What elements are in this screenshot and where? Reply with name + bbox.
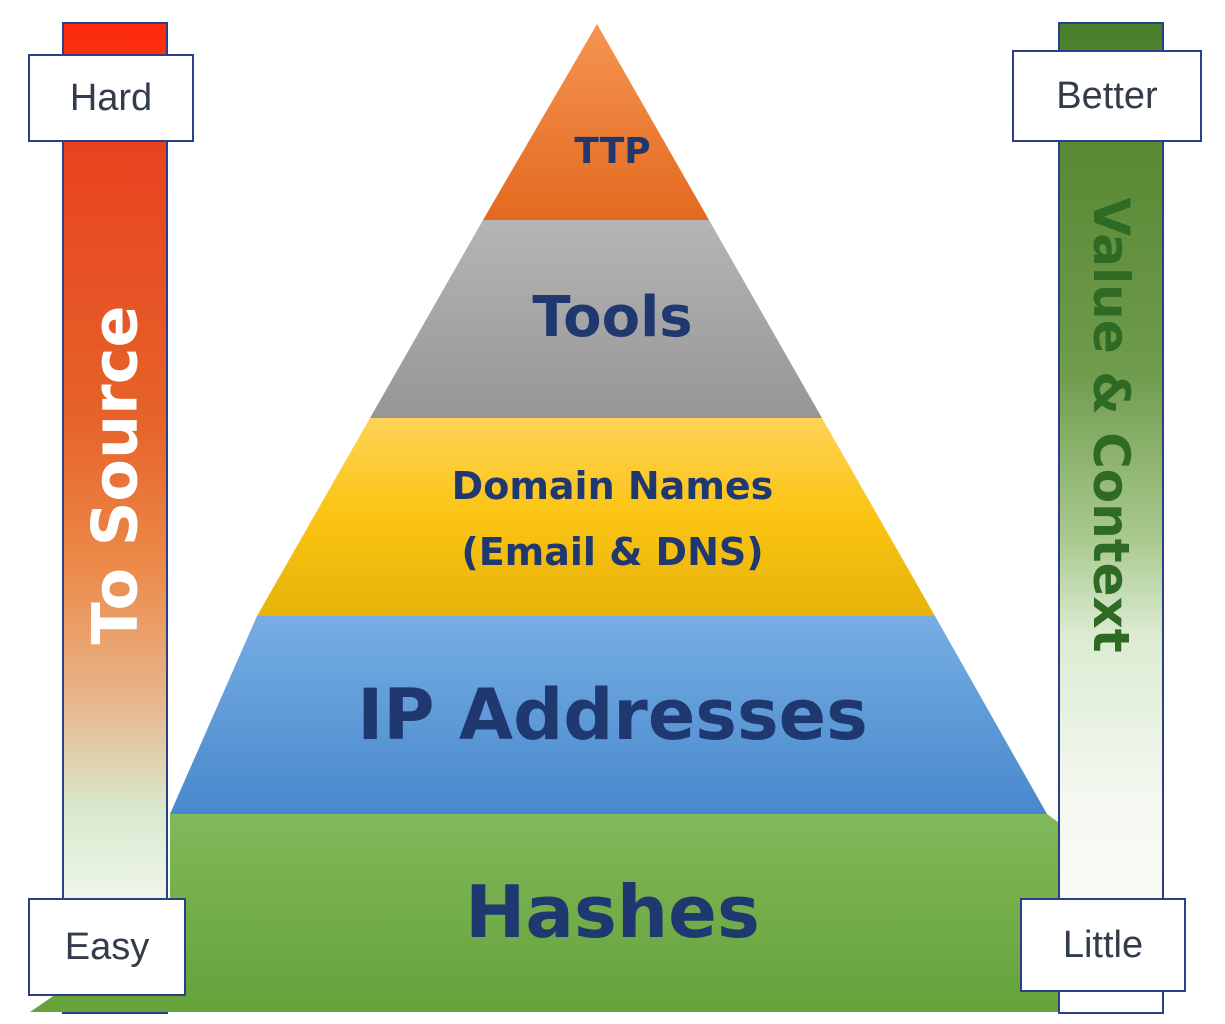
layer-tools bbox=[370, 220, 822, 418]
little-label-box: Little bbox=[1020, 898, 1186, 992]
layer-ttp bbox=[483, 24, 709, 220]
layer-hashes bbox=[30, 814, 1058, 1012]
ttp-label: TTP bbox=[574, 131, 651, 172]
hashes-label: Hashes bbox=[465, 870, 760, 954]
left-scale-bar bbox=[62, 22, 168, 1014]
layer-domain-names bbox=[257, 418, 935, 616]
right-axis-label: Value & Context bbox=[1082, 197, 1140, 653]
domain-names-sublabel: (Email & DNS) bbox=[461, 530, 764, 574]
easy-label-box: Easy bbox=[28, 898, 186, 996]
right-scale-bar bbox=[1058, 22, 1164, 1014]
tools-label: Tools bbox=[532, 285, 693, 350]
domain-names-label: Domain Names bbox=[451, 464, 774, 508]
better-label-box: Better bbox=[1012, 50, 1202, 142]
ip-addresses-label: IP Addresses bbox=[357, 674, 868, 756]
layer-ip-addresses bbox=[170, 616, 1047, 814]
hard-label-box: Hard bbox=[28, 54, 194, 142]
